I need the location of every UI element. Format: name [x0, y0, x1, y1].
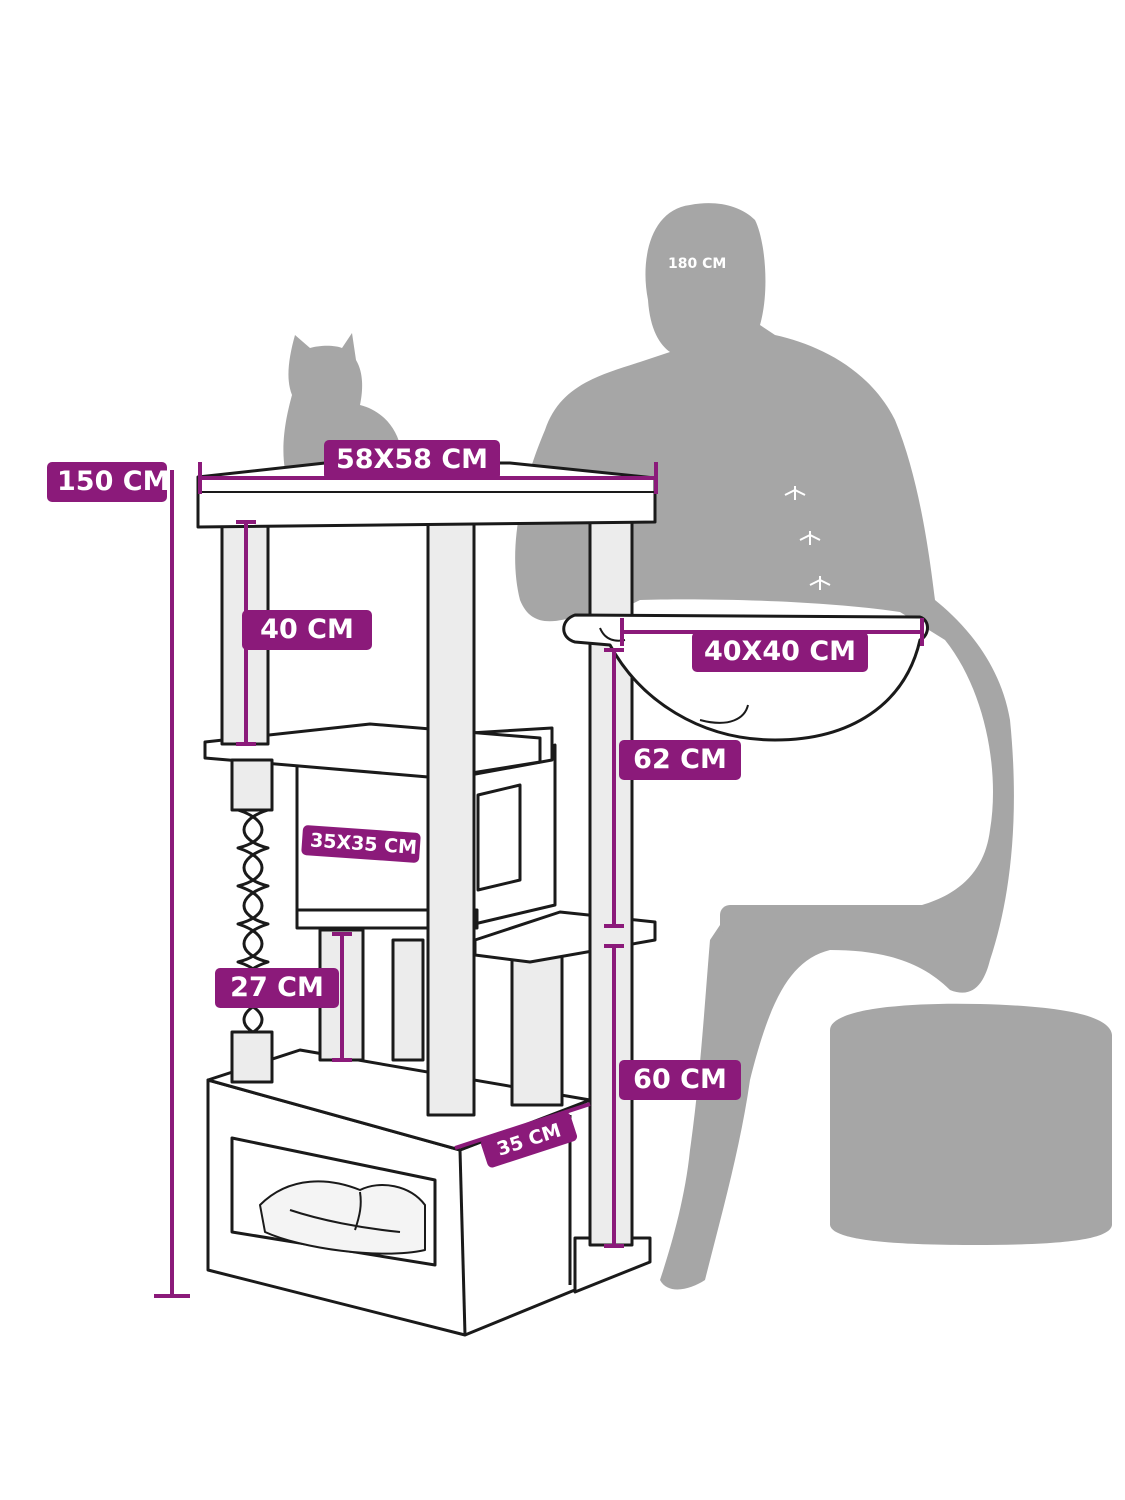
person-silhouette — [515, 203, 1014, 1290]
post-mid-center — [391, 938, 425, 1062]
post-center — [426, 513, 476, 1117]
middle-post-label: 27 CM — [215, 968, 339, 1008]
cat-silhouette — [283, 333, 402, 470]
person-height-label: 180 CM — [668, 256, 727, 272]
cushion — [259, 1180, 426, 1255]
hammock-post-label: 62 CM — [619, 740, 741, 780]
rope-cap-bottom — [230, 1030, 274, 1084]
condo-side-hole — [476, 783, 522, 892]
lower-post-label: 60 CM — [619, 1060, 741, 1100]
upper-post-label: 40 CM — [242, 610, 372, 650]
total-height-label: 150 CM — [47, 462, 169, 502]
top-platform-label: 58X58 CM — [324, 440, 500, 480]
hammock-label: 40X40 CM — [692, 632, 868, 672]
cat-tree — [196, 461, 929, 1337]
post-mid-right — [510, 953, 564, 1107]
person-detail-marks — [784, 486, 831, 590]
ottoman — [830, 1003, 1112, 1245]
rope-cap-top — [230, 758, 274, 812]
